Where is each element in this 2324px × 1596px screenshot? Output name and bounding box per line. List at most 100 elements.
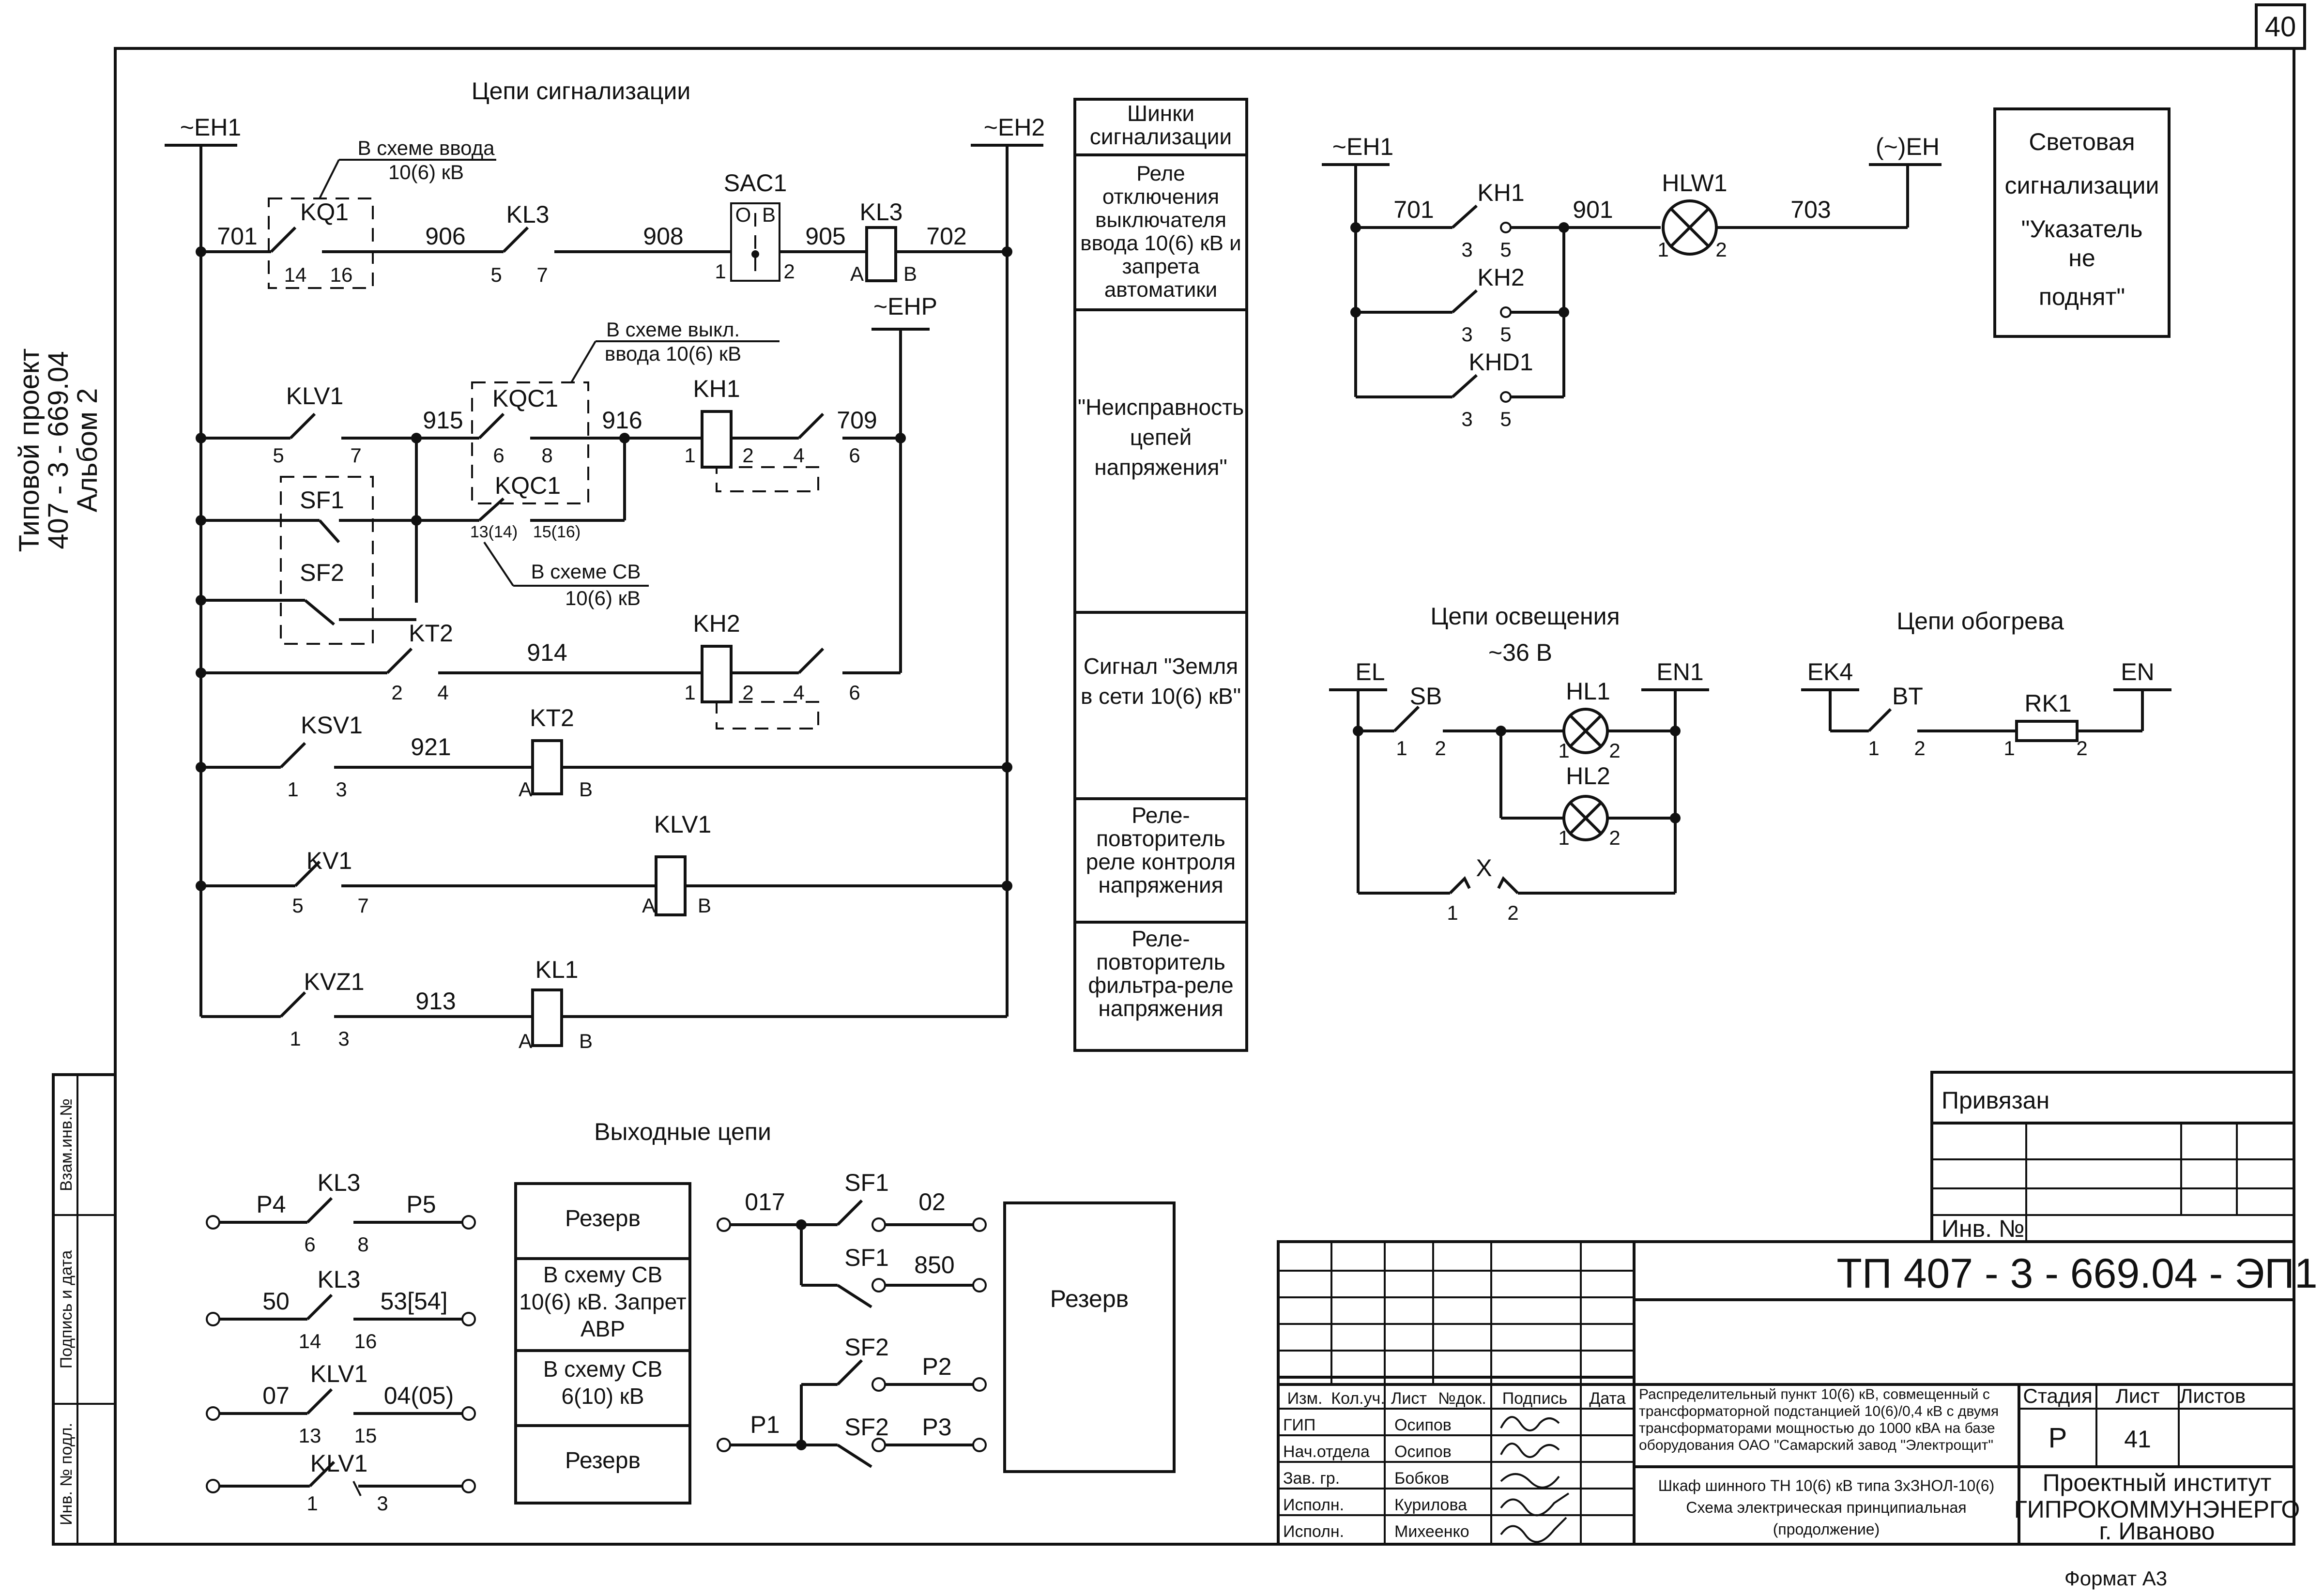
svg-text:6: 6 [849,444,860,467]
svg-text:5: 5 [1500,238,1511,261]
output-table-cell-1: В схему СВ 10(6) кВ. Запрет АВР [519,1262,687,1341]
svg-text:Изм.: Изм. [1287,1389,1323,1408]
svg-text:Р5: Р5 [406,1191,436,1218]
svg-text:RK1: RK1 [2024,690,2071,717]
svg-text:Световая: Световая [2029,128,2135,155]
signal-table: Шинки сигнализации Реле отключения выклю… [1073,98,1248,1052]
svg-text:KQ1: KQ1 [300,198,349,226]
svg-text:14: 14 [284,263,307,286]
svg-text:Осипов: Осипов [1394,1416,1452,1434]
svg-text:SF2: SF2 [844,1334,889,1361]
svg-text:~ЕН1: ~ЕН1 [1332,133,1393,160]
output-table-cell-0: Резерв [565,1206,641,1231]
svg-text:KLV1: KLV1 [310,1360,368,1387]
svg-text:KVZ1: KVZ1 [304,968,364,995]
svg-text:5: 5 [490,263,502,286]
svg-text:1: 1 [2003,737,2015,760]
svg-text:KL1: KL1 [535,956,579,983]
svg-text:В схеме ввода: В схеме ввода [358,137,495,159]
svg-text:07: 07 [262,1382,290,1409]
svg-text:KT2: KT2 [530,704,574,731]
svg-text:5: 5 [292,894,303,917]
svg-text:Бобков: Бобков [1394,1469,1449,1488]
svg-text:4: 4 [793,444,804,467]
svg-text:10(6) кВ: 10(6) кВ [388,161,464,183]
svg-text:Курилова: Курилова [1394,1496,1467,1514]
svg-text:KV1: KV1 [306,847,352,874]
side-title: Типовой проект 407 - 3 - 669.04 Альбом 2 [14,349,103,552]
svg-text:14: 14 [299,1330,321,1353]
svg-text:1: 1 [1868,737,1879,760]
svg-text:2: 2 [1609,739,1620,762]
svg-text:А: А [519,1030,532,1052]
svg-text:914: 914 [527,639,567,666]
svg-text:1: 1 [1657,238,1668,261]
svg-text:трансформаторами мощностью до: трансформаторами мощностью до 1000 кВА н… [1639,1420,1995,1436]
svg-text:(~)ЕН: (~)ЕН [1876,133,1940,160]
svg-text:г. Иваново: г. Иваново [2099,1518,2215,1545]
svg-text:407 - 3 - 669.04: 407 - 3 - 669.04 [43,351,74,549]
svg-text:908: 908 [643,223,683,250]
svg-text:В: В [579,778,593,801]
svg-text:В: В [579,1030,593,1052]
svg-text:Лист: Лист [2115,1384,2159,1407]
svg-text:В схеме СВ: В схеме СВ [531,560,641,583]
svg-text:KQC1: KQC1 [492,385,558,412]
svg-text:1: 1 [684,681,695,704]
output-table-cell-3: Резерв [565,1448,641,1474]
svg-text:4: 4 [793,681,804,704]
svg-text:7: 7 [357,894,368,917]
svg-text:Осипов: Осипов [1394,1443,1452,1461]
svg-text:7: 7 [350,444,361,467]
svg-text:Инв. № подл.: Инв. № подл. [57,1423,76,1525]
svg-text:Цепи освещения: Цепи освещения [1430,603,1620,630]
svg-text:трансформаторной подстанцией 1: трансформаторной подстанцией 10(6)/0,4 к… [1639,1403,1999,1419]
svg-text:HLW1: HLW1 [1662,169,1727,197]
svg-text:850: 850 [914,1251,954,1278]
svg-text:Р4: Р4 [256,1191,286,1218]
svg-text:KH1: KH1 [693,375,740,402]
heating-circuit: Цепи обогрева EK4 EN BT 1 2 RK1 1 2 [1801,608,2171,760]
svg-text:Кол.уч.: Кол.уч. [1331,1389,1385,1408]
signal-title: Цепи сигнализации [472,77,691,105]
svg-text:(продолжение): (продолжение) [1773,1520,1880,1538]
svg-text:Р1: Р1 [750,1411,780,1438]
svg-text:Подпись: Подпись [1502,1389,1568,1408]
svg-text:6: 6 [304,1233,315,1256]
svg-text:EL: EL [1355,658,1385,685]
svg-text:сигнализации: сигнализации [2005,172,2159,199]
svg-text:3: 3 [1461,408,1472,430]
svg-text:"Указатель: "Указатель [2021,215,2143,243]
svg-text:916: 916 [602,407,642,434]
svg-text:Подпись и дата: Подпись и дата [57,1250,76,1369]
svg-text:5: 5 [273,444,284,467]
svg-text:02: 02 [918,1188,946,1216]
svg-text:Р: Р [2049,1422,2067,1454]
svg-text:оборудования ОАО "Самарский за: оборудования ОАО "Самарский завод "Элект… [1639,1437,1993,1453]
page-number: 40 [2265,11,2296,43]
signal-table-cell-0: Шинки сигнализации [1089,102,1232,149]
signal-table-cell-2: "Неисправность цепей напряжения" [1077,395,1244,480]
svg-text:5: 5 [1500,408,1511,430]
signal-table-cell-5: Реле-повторитель фильтра-реле напряжения [1088,927,1234,1021]
output-table-cell-2: В схему СВ 6(10) кВ [543,1356,663,1409]
svg-text:KH2: KH2 [1477,264,1524,291]
svg-text:А: А [642,894,656,917]
svg-text:3: 3 [338,1027,349,1050]
svg-text:915: 915 [423,407,463,434]
svg-text:Привязан: Привязан [1942,1087,2049,1114]
svg-text:В: В [762,203,776,226]
svg-text:Типовой проект: Типовой проект [14,349,45,552]
title-block: Привязан Инв. № ТП 407 - 3 - 669.04 - ЭП… [1277,1071,2318,1546]
svg-text:KL3: KL3 [318,1169,361,1196]
left-stamp: Взам.инв.№ Подпись и дата Инв. № подл. [52,1073,117,1546]
svg-text:KH2: KH2 [693,610,740,637]
svg-text:913: 913 [415,988,456,1015]
svg-text:А: А [850,262,864,285]
svg-text:~ЕН1: ~ЕН1 [180,114,241,141]
svg-text:KSV1: KSV1 [301,712,363,739]
svg-text:Взам.инв.№: Взам.инв.№ [57,1098,76,1191]
svg-text:2: 2 [742,681,753,704]
svg-text:В: В [903,262,917,285]
svg-text:2: 2 [391,681,402,704]
